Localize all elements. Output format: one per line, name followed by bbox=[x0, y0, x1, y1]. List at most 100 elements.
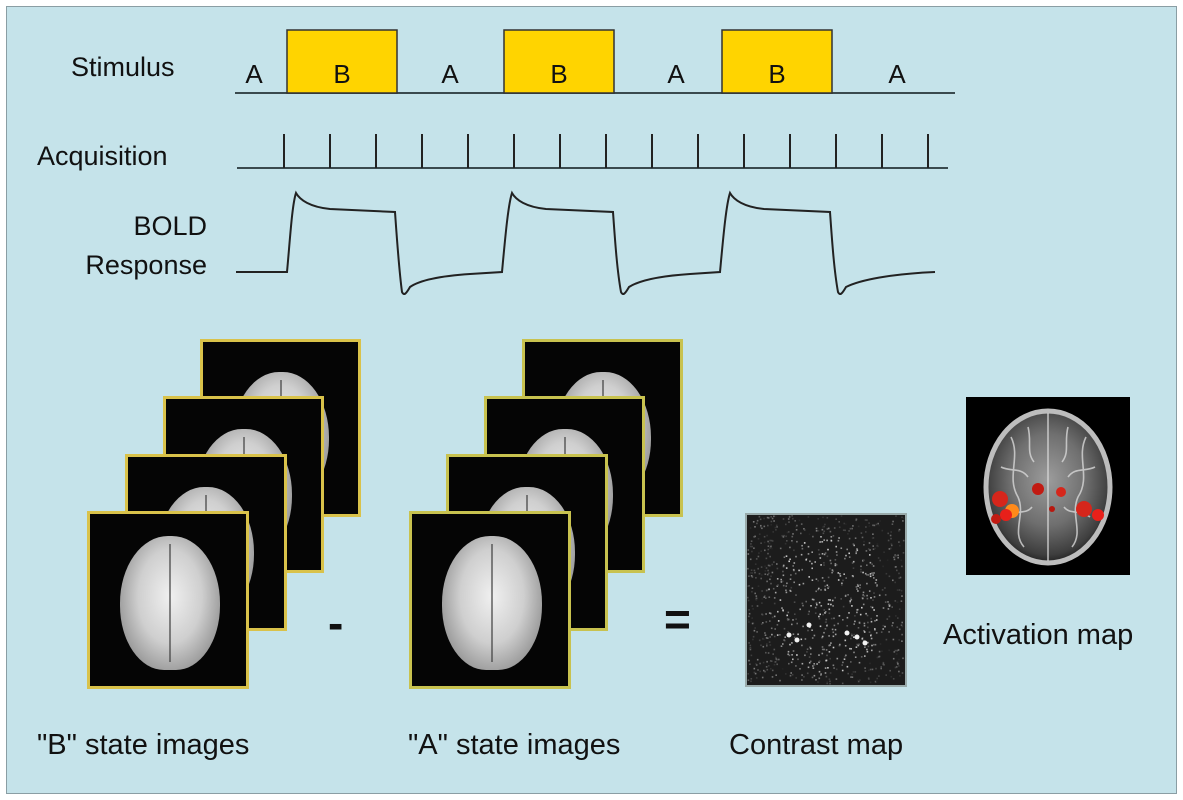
contrast-speckle bbox=[771, 616, 774, 619]
contrast-speckle bbox=[901, 625, 904, 628]
contrast-speckle bbox=[844, 639, 847, 642]
contrast-speckle bbox=[825, 675, 828, 678]
contrast-speckle bbox=[888, 649, 890, 652]
contrast-speckle bbox=[867, 626, 869, 629]
contrast-speckle bbox=[851, 676, 854, 678]
contrast-speckle bbox=[870, 617, 872, 620]
contrast-speckle bbox=[748, 575, 750, 577]
contrast-speckle bbox=[809, 647, 812, 650]
contrast-speckle bbox=[751, 605, 754, 607]
contrast-speckle bbox=[829, 567, 831, 570]
contrast-speckle bbox=[830, 617, 833, 620]
contrast-speckle bbox=[769, 578, 771, 581]
contrast-speckle bbox=[747, 553, 750, 555]
contrast-speckle bbox=[865, 612, 867, 615]
contrast-speckle bbox=[867, 645, 870, 648]
activation-map-caption: Activation map bbox=[943, 619, 1134, 651]
minus-operator: - bbox=[328, 597, 344, 649]
contrast-speckle bbox=[811, 676, 814, 679]
contrast-speckle bbox=[770, 575, 772, 578]
contrast-speckle bbox=[836, 657, 839, 660]
contrast-speckle bbox=[807, 516, 810, 518]
contrast-speckle bbox=[776, 634, 779, 636]
contrast-speckle bbox=[816, 603, 818, 606]
contrast-speckle bbox=[850, 599, 853, 601]
contrast-speckle bbox=[790, 586, 793, 589]
contrast-speckle bbox=[753, 547, 755, 549]
stimulus-block-b-3 bbox=[721, 29, 833, 94]
contrast-speckle bbox=[793, 549, 795, 552]
contrast-speckle bbox=[768, 564, 771, 567]
contrast-speckle bbox=[775, 674, 777, 676]
contrast-speckle bbox=[876, 585, 878, 587]
contrast-speckle bbox=[873, 609, 875, 611]
contrast-speckle bbox=[747, 567, 749, 570]
contrast-speckle bbox=[770, 660, 773, 662]
contrast-speckle bbox=[808, 610, 810, 613]
contrast-speckle bbox=[765, 621, 768, 623]
contrast-speckle bbox=[760, 644, 762, 647]
contrast-speckle bbox=[876, 543, 879, 545]
contrast-speckle bbox=[835, 678, 838, 680]
contrast-speckle bbox=[853, 623, 855, 625]
contrast-speckle bbox=[796, 654, 798, 656]
contrast-speckle bbox=[856, 643, 858, 646]
contrast-speckle bbox=[898, 541, 900, 543]
contrast-speckle bbox=[818, 617, 821, 620]
contrast-speckle bbox=[871, 563, 873, 565]
contrast-speckle bbox=[754, 592, 756, 595]
contrast-speckle bbox=[892, 579, 894, 582]
contrast-speckle bbox=[749, 527, 752, 529]
contrast-speckle bbox=[759, 662, 761, 665]
contrast-speckle bbox=[855, 519, 857, 522]
contrast-speckle bbox=[889, 547, 892, 550]
contrast-speckle bbox=[819, 541, 822, 543]
contrast-speckle bbox=[790, 574, 792, 576]
contrast-speckle bbox=[885, 674, 887, 676]
contrast-speckle bbox=[760, 542, 762, 544]
contrast-speckle bbox=[898, 608, 901, 610]
contrast-speckle bbox=[861, 638, 864, 640]
contrast-speckle bbox=[747, 585, 749, 587]
contrast-speckle bbox=[764, 565, 766, 567]
contrast-speckle bbox=[844, 557, 846, 560]
contrast-speckle bbox=[759, 518, 762, 521]
contrast-speckle bbox=[749, 644, 752, 647]
contrast-speckle bbox=[765, 557, 768, 560]
contrast-speckle bbox=[848, 612, 850, 614]
contrast-speckle bbox=[800, 523, 803, 525]
contrast-speckle bbox=[756, 522, 758, 525]
contrast-speckle bbox=[795, 555, 797, 558]
contrast-speckle bbox=[787, 611, 790, 614]
contrast-speckle bbox=[753, 629, 756, 632]
contrast-speckle bbox=[842, 605, 845, 608]
contrast-speckle bbox=[868, 669, 870, 672]
contrast-speckle bbox=[766, 637, 769, 639]
contrast-speckle bbox=[782, 574, 785, 577]
contrast-speckle bbox=[761, 527, 763, 530]
contrast-speckle bbox=[862, 594, 864, 596]
contrast-speckle bbox=[760, 577, 762, 580]
contrast-speckle bbox=[857, 679, 859, 682]
contrast-bright-spot bbox=[854, 634, 860, 640]
contrast-speckle bbox=[828, 612, 831, 615]
activation-blob bbox=[1049, 506, 1055, 512]
contrast-speckle bbox=[811, 637, 814, 639]
contrast-speckle bbox=[747, 619, 750, 621]
contrast-speckle bbox=[773, 561, 775, 563]
contrast-speckle bbox=[821, 648, 824, 651]
stimulus-block-b-2 bbox=[503, 29, 615, 94]
contrast-speckle bbox=[873, 592, 875, 594]
contrast-speckle bbox=[855, 586, 858, 588]
contrast-speckle bbox=[817, 588, 819, 591]
contrast-speckle bbox=[796, 622, 798, 625]
contrast-speckle bbox=[755, 599, 758, 601]
contrast-speckle bbox=[888, 615, 891, 618]
contrast-speckle bbox=[890, 675, 893, 678]
contrast-speckle bbox=[789, 674, 792, 677]
contrast-speckle bbox=[880, 666, 882, 668]
contrast-speckle bbox=[756, 519, 759, 522]
contrast-speckle bbox=[805, 558, 808, 560]
contrast-speckle bbox=[892, 638, 895, 641]
contrast-speckle bbox=[828, 608, 831, 611]
